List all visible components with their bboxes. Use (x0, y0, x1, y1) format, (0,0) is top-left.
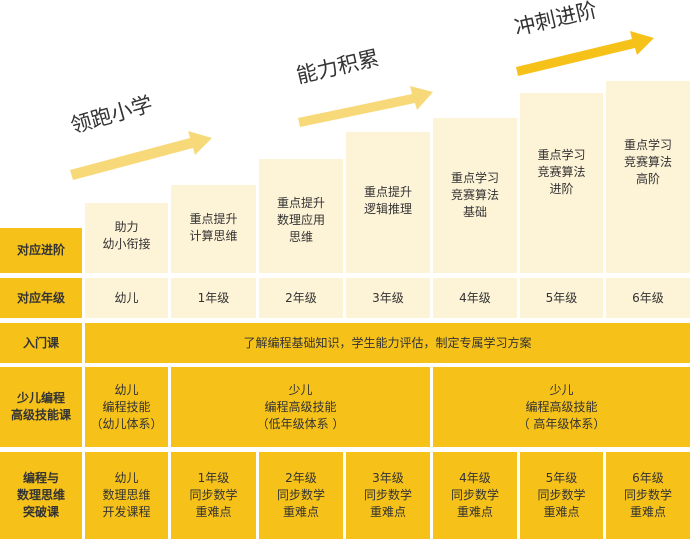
progress-cell: 重点提升 数理应用 思维 (259, 159, 343, 273)
math-course: 5年级 同步数学 重难点 (520, 452, 603, 539)
progress-cell: 重点学习 竞赛算法 基础 (433, 118, 517, 273)
progress-cell: 助力 幼小衔接 (85, 203, 168, 273)
advanced-course: 少儿 编程高级技能 （低年级体系 ） (171, 367, 430, 447)
math-course: 6年级 同步数学 重难点 (606, 452, 690, 539)
progress-cell: 重点学习 竞赛算法 高阶 (606, 81, 690, 273)
math-course: 4年级 同步数学 重难点 (433, 452, 517, 539)
progress-cell: 重点提升 逻辑推理 (346, 132, 430, 273)
row-header-intro: 入门课 (0, 323, 82, 363)
row-header-progress: 对应进阶 (0, 228, 82, 273)
arrow-icon (516, 31, 654, 76)
math-course: 1年级 同步数学 重难点 (171, 452, 256, 539)
growth-arrows (70, 31, 654, 180)
progress-cell: 重点学习 竞赛算法 进阶 (520, 93, 603, 273)
progress-cell: 重点提升 计算思维 (171, 185, 256, 273)
grade-cell: 2年级 (259, 278, 343, 318)
intro-course: 了解编程基础知识，学生能力评估，制定专属学习方案 (85, 323, 690, 363)
advanced-course: 幼儿 编程技能 （幼儿体系） (85, 367, 168, 447)
math-course: 幼儿 数理思维 开发课程 (85, 452, 168, 539)
grade-cell: 幼儿 (85, 278, 168, 318)
grade-cell: 5年级 (520, 278, 603, 318)
grade-cell: 3年级 (346, 278, 430, 318)
grade-cell: 6年级 (606, 278, 690, 318)
arrow-icon (298, 86, 433, 127)
arrow-icon (70, 131, 212, 180)
row-header-advanced: 少儿编程 高级技能课 (0, 367, 82, 447)
row-header-grade: 对应年级 (0, 278, 82, 318)
stage-area: 领跑小学 能力积累 冲刺进阶 (0, 0, 690, 200)
math-course: 2年级 同步数学 重难点 (259, 452, 343, 539)
grade-cell: 1年级 (171, 278, 256, 318)
math-course: 3年级 同步数学 重难点 (346, 452, 430, 539)
advanced-course: 少儿 编程高级技能 （ 高年级体系） (433, 367, 690, 447)
row-header-math: 编程与 数理思维 突破课 (0, 452, 82, 539)
grade-cell: 4年级 (433, 278, 517, 318)
